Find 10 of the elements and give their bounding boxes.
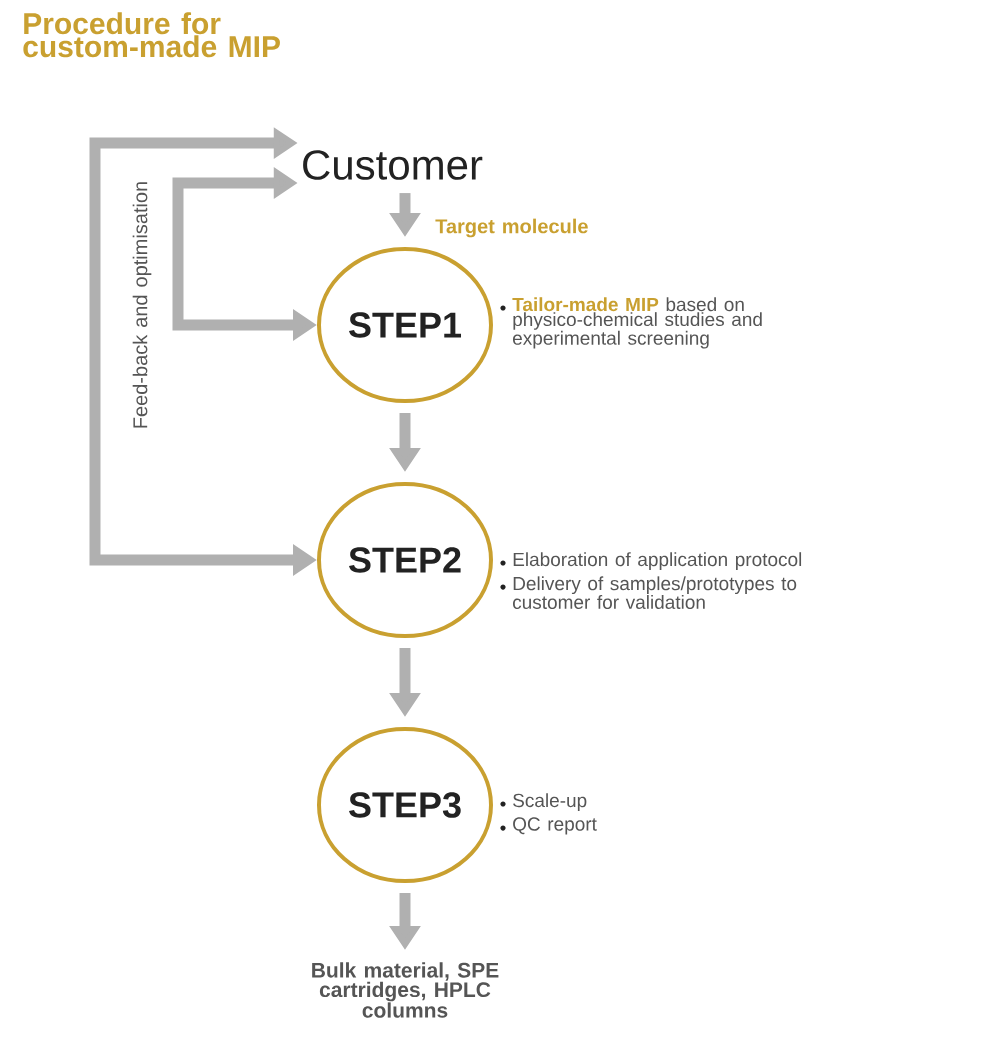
- edge-label: Feed-back and optimisation: [130, 178, 154, 432]
- bullet-text: Scale-up: [513, 793, 587, 811]
- bullet-text: QC report: [513, 817, 597, 835]
- customer-text: Customer: [303, 150, 483, 180]
- output-text: Bulk material, SPE cartridges, HPLC columns: [312, 962, 499, 1018]
- edge-label: Target molecule: [433, 216, 591, 240]
- bullet-text: Elaboration of application protocol: [513, 552, 802, 570]
- bullet-text: Delivery of samples/prototypes to customer for validation: [513, 576, 797, 609]
- title: Procedure for custom-made MIP: [23, 12, 280, 58]
- bullet-text: Tailor-made MIP based on physico-chemical studies and experimental screening: [512, 297, 762, 349]
